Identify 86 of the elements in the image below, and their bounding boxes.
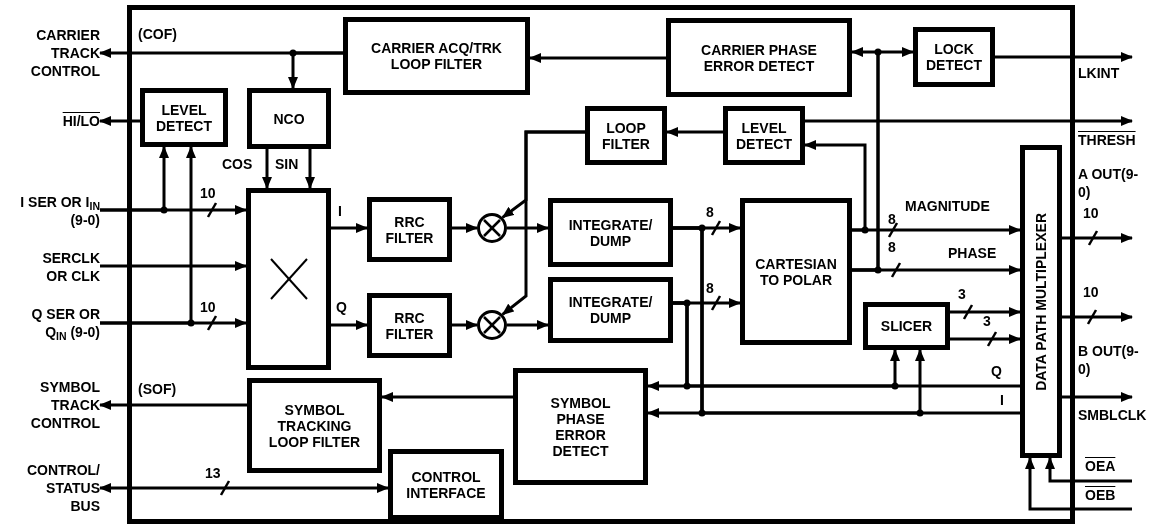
- arrow: [805, 116, 1133, 126]
- pin-label: SERCLK OR CLK: [20, 249, 100, 287]
- arrow: [950, 307, 1021, 317]
- edge-label: SIN: [275, 157, 299, 171]
- function-block: LOOP FILTER: [585, 106, 667, 165]
- edge-label: I: [338, 204, 342, 218]
- function-block: RRC FILTER: [367, 293, 452, 358]
- edge-label: I: [1000, 393, 1004, 407]
- pin-label: OEA: [1085, 457, 1127, 476]
- function-block: LEVEL DETECT: [723, 106, 805, 165]
- pin-label: SYMBOL TRACK CONTROL: [20, 378, 100, 434]
- arrow: [99, 400, 247, 410]
- pin-label: HI/LO: [40, 112, 100, 130]
- arrow: [262, 149, 272, 189]
- arrow: [501, 130, 585, 316]
- pin-label: LKINT: [1078, 64, 1138, 82]
- arrow: [381, 392, 513, 402]
- pin-label: CARRIER TRACK CONTROL: [20, 26, 100, 82]
- multiplexer-block: DATA PATH MULTIPLEXER: [1020, 145, 1062, 458]
- arrow: [1062, 233, 1133, 243]
- mixer-block: [246, 188, 331, 370]
- pin-label: THRESH: [1078, 131, 1148, 149]
- pin-label: SMBLCLK: [1078, 406, 1163, 426]
- arrow: [507, 223, 549, 233]
- chip-outline: [127, 5, 1075, 524]
- edge-label: PHASE: [948, 246, 997, 260]
- arrow: [452, 223, 478, 233]
- arrow: [331, 223, 368, 233]
- signal-label: (COF): [138, 27, 177, 41]
- signal-label: 8: [888, 212, 896, 226]
- signal-label: 3: [958, 287, 966, 301]
- signal-label: 8: [706, 281, 714, 295]
- arrow: [995, 52, 1133, 62]
- edge-label: Q: [991, 364, 1002, 378]
- arrow: [100, 261, 247, 271]
- arrow: [507, 320, 549, 330]
- signal-label: 8: [706, 205, 714, 219]
- signal-label: 3: [983, 314, 991, 328]
- arrow: [1025, 457, 1132, 511]
- function-block: INTEGRATE/ DUMP: [548, 198, 673, 267]
- arrow: [1062, 392, 1133, 402]
- arrow: [852, 265, 1021, 275]
- arrow: [673, 226, 925, 415]
- arrow: [452, 320, 478, 330]
- pin-label: CONTROL/ STATUS BUS: [20, 461, 100, 517]
- edge-label: Q: [336, 300, 347, 314]
- signal-label: 10: [200, 186, 216, 200]
- signal-label: 8: [888, 240, 896, 254]
- function-block: CARTESIAN TO POLAR: [740, 198, 852, 345]
- arrow: [666, 127, 723, 137]
- signal-label: (SOF): [138, 382, 177, 396]
- arrow: [99, 483, 389, 493]
- edge-label: MAGNITUDE: [905, 199, 990, 213]
- arrow: [673, 301, 900, 388]
- arrow: [305, 149, 315, 189]
- function-block: RRC FILTER: [367, 197, 452, 262]
- arrow: [99, 116, 140, 126]
- pin-label: OEB: [1085, 486, 1127, 505]
- pin-label: A OUT(9-0): [1078, 165, 1144, 203]
- function-block: LOCK DETECT: [913, 27, 995, 87]
- function-block: CARRIER ACQ/TRK LOOP FILTER: [343, 17, 530, 95]
- arrow: [804, 140, 867, 232]
- function-block: CONTROL INTERFACE: [388, 449, 504, 520]
- function-block: SYMBOL PHASE ERROR DETECT: [513, 368, 648, 485]
- pin-label: B OUT(9-0): [1078, 342, 1144, 380]
- arrow: [100, 146, 196, 325]
- arrow: [529, 53, 666, 63]
- function-block: INTEGRATE/ DUMP: [548, 277, 673, 343]
- function-block: LEVEL DETECT: [140, 88, 228, 147]
- function-block: NCO: [247, 88, 331, 149]
- arrow: [100, 146, 169, 212]
- arrow: [1045, 457, 1132, 483]
- pin-label: I SER OR I$_{IN}$ (9-0): [20, 193, 100, 231]
- arrow: [288, 51, 343, 89]
- function-block: CARRIER PHASE ERROR DETECT: [666, 18, 852, 97]
- function-block: SYMBOL TRACKING LOOP FILTER: [247, 378, 382, 473]
- pin-label: Q SER OR Q$_{IN}$ (9-0): [20, 305, 100, 343]
- signal-label: 13: [205, 466, 221, 480]
- arrow: [950, 334, 1021, 344]
- arrow: [331, 320, 368, 330]
- edge-label: COS: [222, 157, 253, 171]
- arrow: [1062, 312, 1133, 322]
- signal-label: 10: [1083, 285, 1099, 299]
- signal-label: 10: [200, 300, 216, 314]
- signal-label: 10: [1083, 206, 1099, 220]
- function-block: SLICER: [863, 302, 950, 350]
